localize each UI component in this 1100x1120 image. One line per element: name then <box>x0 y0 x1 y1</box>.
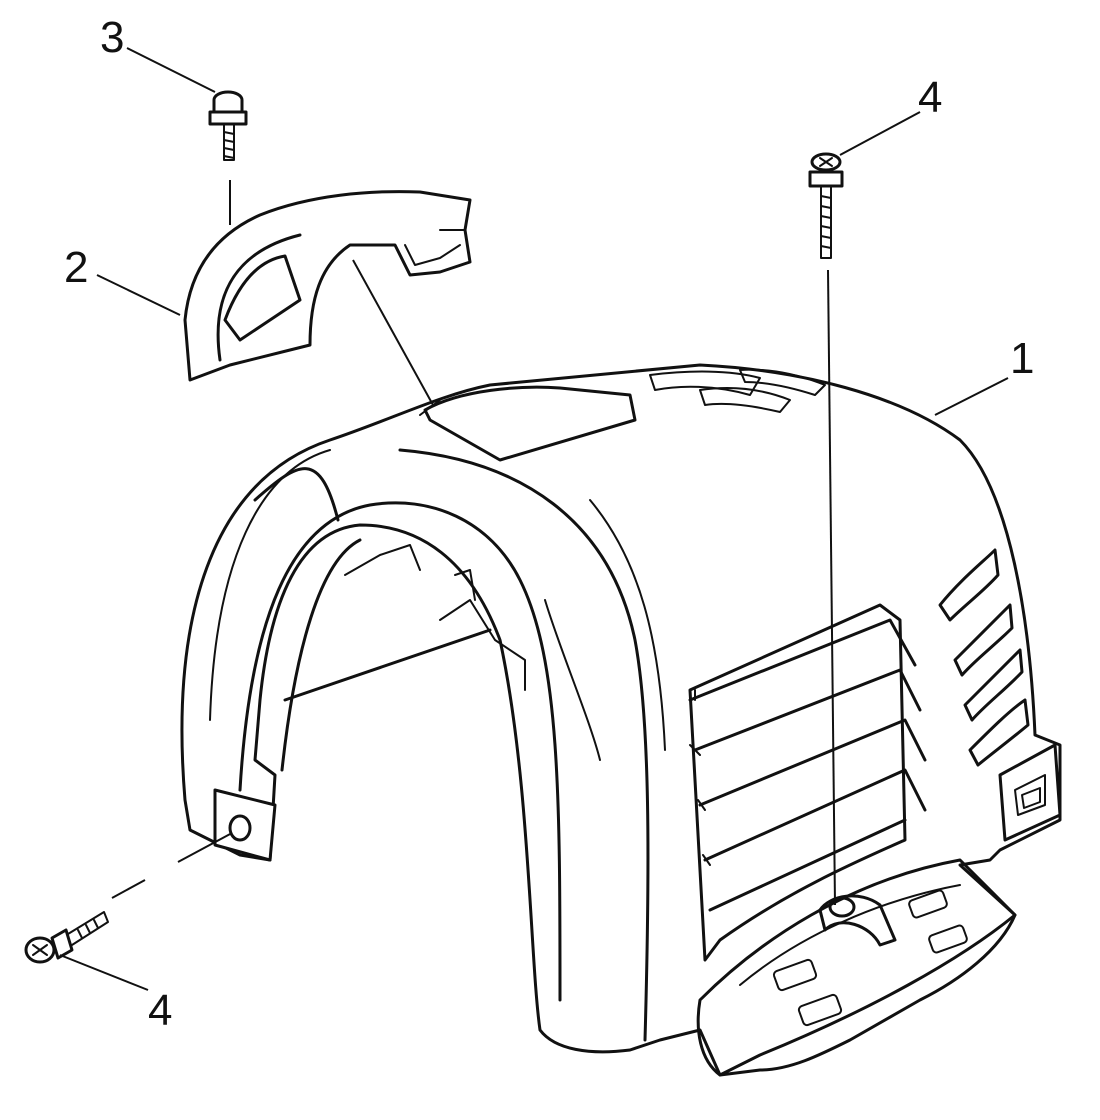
callout-labels: 3 4 2 1 4 <box>64 13 1034 1035</box>
callout-1: 1 <box>1010 334 1034 383</box>
screw-part-3 <box>208 90 248 161</box>
assembly-lines <box>111 180 836 906</box>
callout-leaders <box>59 47 1009 991</box>
side-latch <box>998 743 1062 842</box>
top-vent-slots <box>649 368 826 413</box>
screw-part-4-top <box>808 152 844 259</box>
lower-mount-tab <box>213 788 277 862</box>
screw-part-4-bottom <box>24 911 109 964</box>
callout-2: 2 <box>64 243 88 292</box>
bottom-mount-plate <box>696 858 1017 1077</box>
side-vent-slots <box>938 548 1030 767</box>
top-cover-part-2 <box>183 190 472 382</box>
callout-4-top: 4 <box>918 73 942 122</box>
callout-4-bottom: 4 <box>148 986 172 1035</box>
engine-cover-part-1 <box>180 363 1062 1077</box>
front-grille-louvers <box>688 603 927 962</box>
callout-3: 3 <box>100 13 124 62</box>
